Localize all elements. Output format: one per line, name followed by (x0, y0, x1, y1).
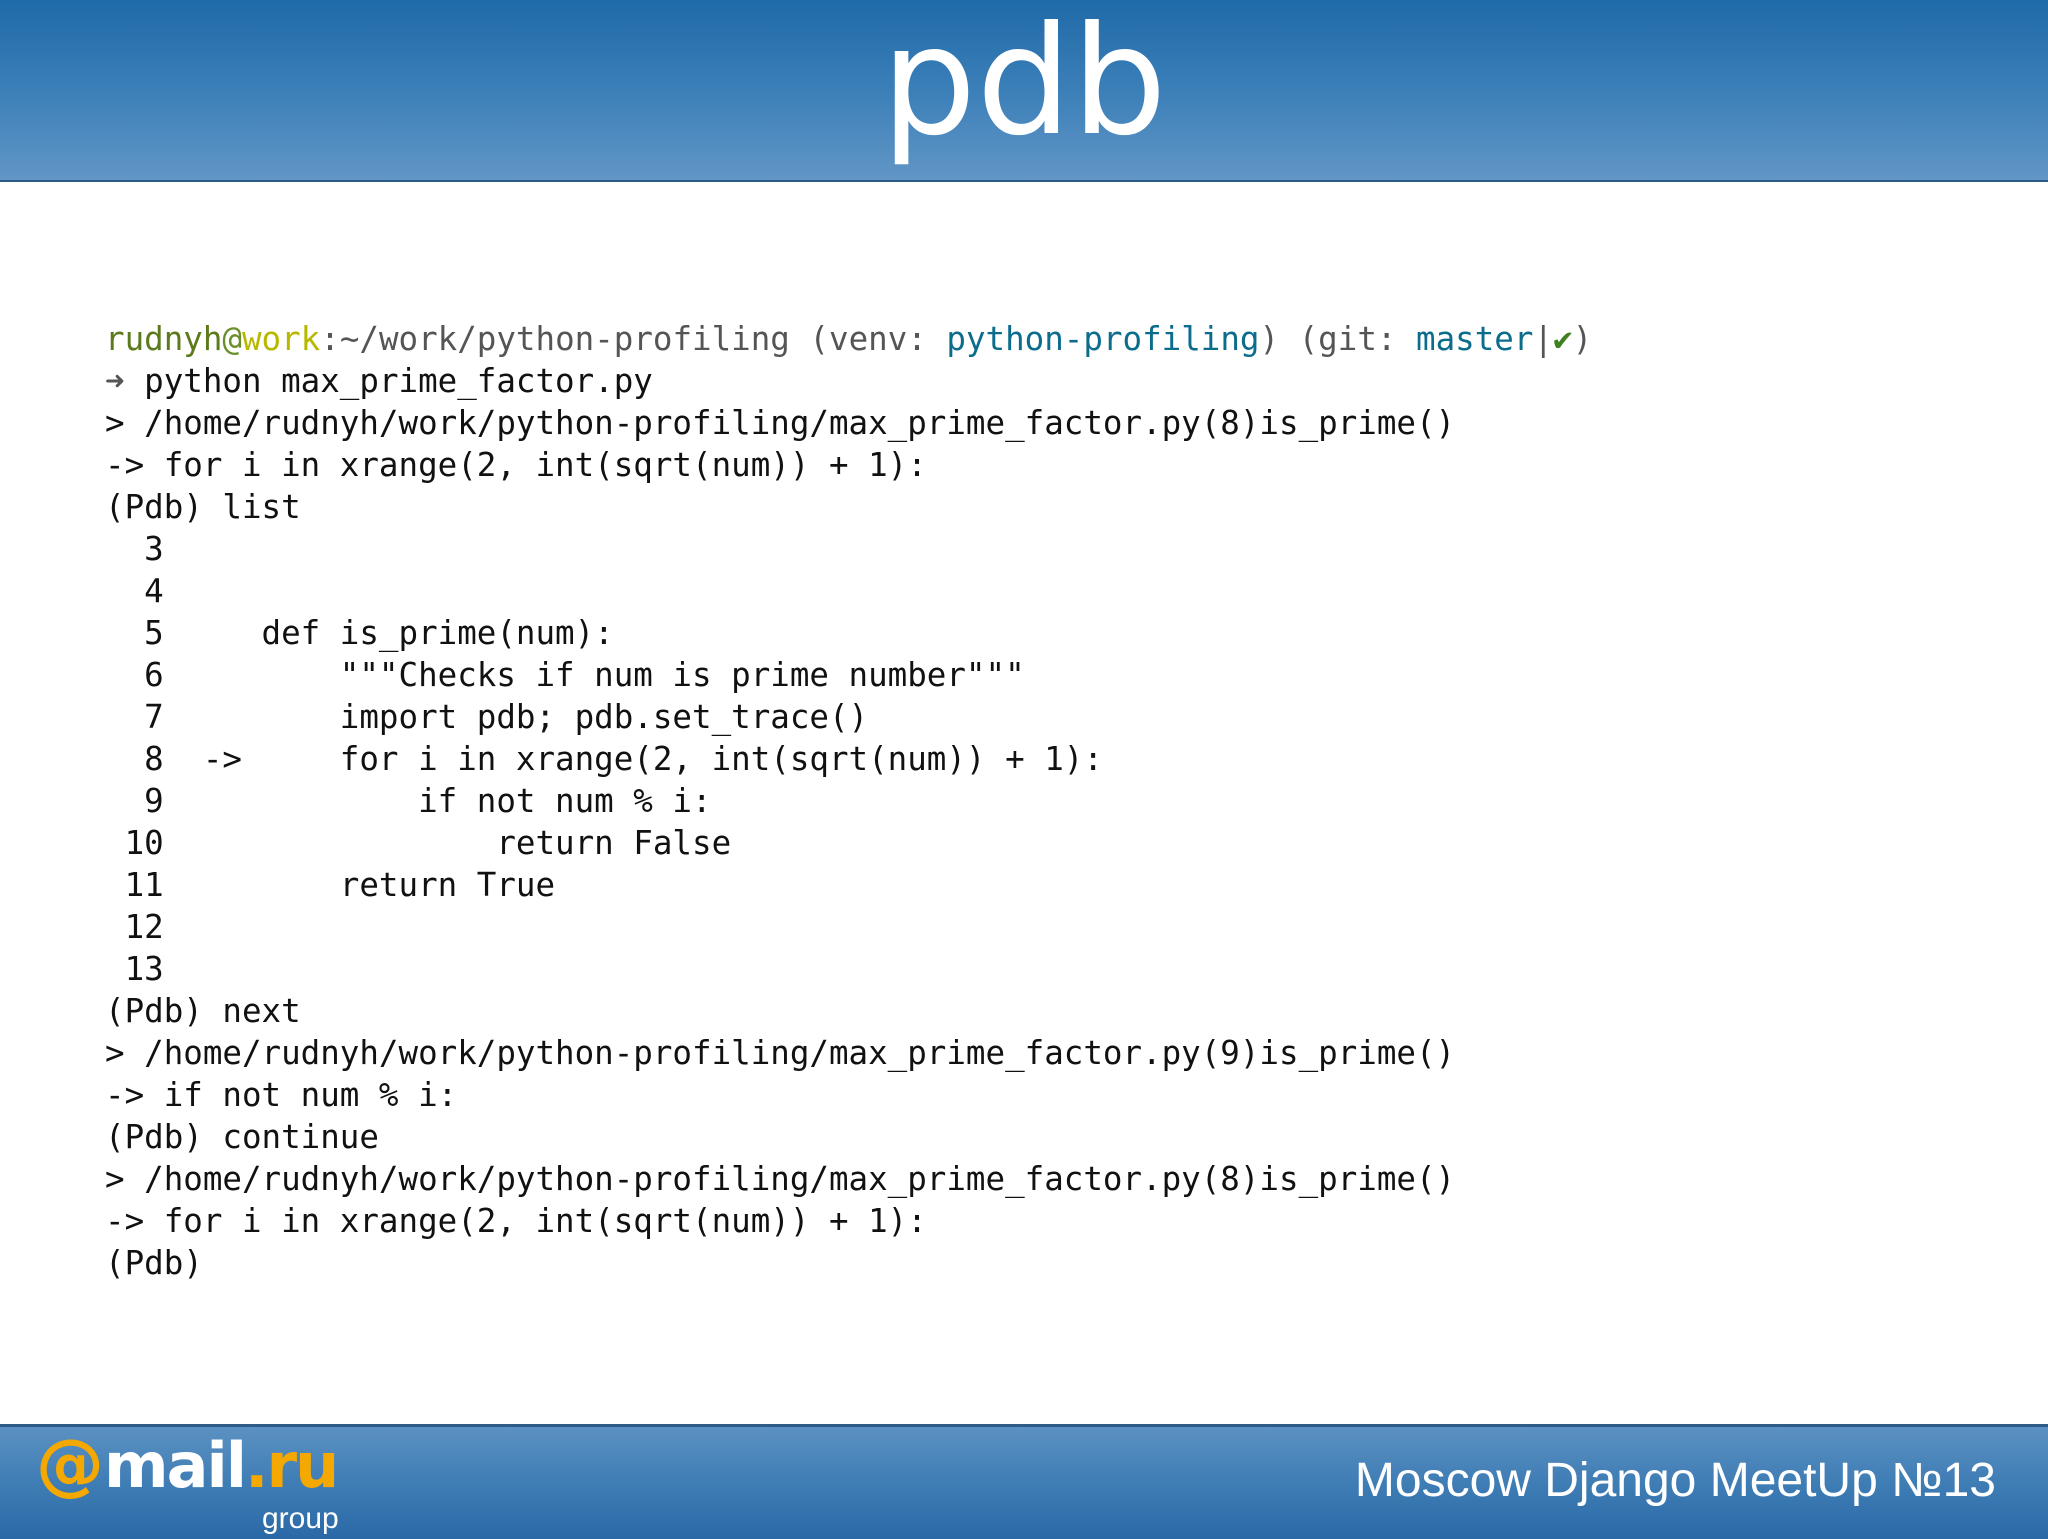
pdb-output: > /home/rudnyh/work/python-profiling/max… (105, 402, 1592, 1284)
prompt-branch: master (1416, 320, 1534, 358)
check-icon: ✔ (1553, 320, 1573, 358)
output-line: 3 (105, 530, 164, 568)
output-line: -> if not num % i: (105, 1076, 458, 1114)
prompt-git-label: ) (git: (1259, 320, 1417, 358)
logo-ru: ru (266, 1429, 340, 1502)
prompt-venv: python-profiling (946, 320, 1260, 358)
logo-group: group (262, 1502, 339, 1535)
prompt-at: @ (222, 320, 242, 358)
output-line: -> for i in xrange(2, int(sqrt(num)) + 1… (105, 446, 927, 484)
command-line: ➜ python max_prime_factor.py (105, 360, 1592, 402)
terminal-output: rudnyh@work:~/work/python-profiling (ven… (105, 318, 1592, 1284)
slide-title: pdb (881, 0, 1167, 169)
command-text: python max_prime_factor.py (124, 362, 653, 400)
output-line: > /home/rudnyh/work/python-profiling/max… (105, 404, 1456, 442)
output-line: (Pdb) continue (105, 1118, 379, 1156)
logo-row: @mail.ru (36, 1429, 340, 1502)
event-name: Moscow Django MeetUp №13 (1354, 1454, 1996, 1507)
output-line: (Pdb) next (105, 992, 301, 1030)
output-line: 11 return True (105, 866, 556, 904)
logo-wordmark: mail.ru (104, 1429, 340, 1502)
output-line: (Pdb) (105, 1244, 203, 1282)
prompt-close: ) (1572, 320, 1593, 358)
output-line: 7 import pdb; pdb.set_trace() (105, 698, 869, 736)
slide-header: pdb (0, 0, 2048, 182)
mailru-group-logo: @mail.ru group (36, 1429, 376, 1537)
output-line: 10 return False (105, 824, 732, 862)
prompt-path: :~/work/python-profiling (venv: (320, 320, 947, 358)
output-line: > /home/rudnyh/work/python-profiling/max… (105, 1160, 1456, 1198)
output-line: 5 def is_prime(num): (105, 614, 614, 652)
output-line: 8 -> for i in xrange(2, int(sqrt(num)) +… (105, 740, 1103, 778)
arrow-icon: ➜ (105, 362, 125, 400)
output-line: 13 (105, 950, 164, 988)
output-line: 6 """Checks if num is prime number""" (105, 656, 1025, 694)
slide-footer: @mail.ru group Moscow Django MeetUp №13 (0, 1424, 2048, 1539)
output-line: > /home/rudnyh/work/python-profiling/max… (105, 1034, 1456, 1072)
shell-prompt: rudnyh@work:~/work/python-profiling (ven… (105, 318, 1592, 360)
prompt-host: work (241, 320, 321, 358)
logo-at-symbol: @ (36, 1425, 104, 1504)
logo-dot: . (244, 1429, 269, 1502)
logo-mail: mail (104, 1429, 247, 1502)
output-line: 4 (105, 572, 164, 610)
output-line: -> for i in xrange(2, int(sqrt(num)) + 1… (105, 1202, 927, 1240)
prompt-user: rudnyh (105, 320, 223, 358)
output-line: 12 (105, 908, 164, 946)
output-line: (Pdb) list (105, 488, 301, 526)
output-line: 9 if not num % i: (105, 782, 712, 820)
prompt-sep: | (1533, 320, 1554, 358)
